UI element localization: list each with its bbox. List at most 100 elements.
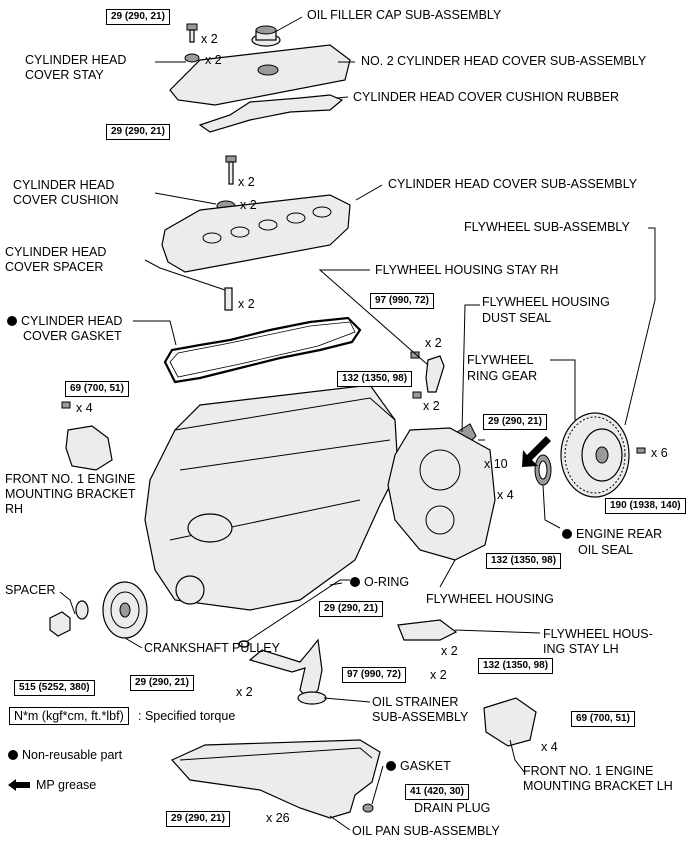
label-cover-gasket-1: CYLINDER HEAD — [7, 314, 122, 329]
quantity-label: x 2 — [240, 198, 257, 212]
torque-spec: 97 (990, 72) — [370, 293, 434, 309]
mp-grease-arrow-icon — [8, 779, 30, 791]
cushion-rubber-part — [198, 94, 344, 133]
rear-oil-seal-part — [534, 454, 552, 486]
quantity-label: x 26 — [266, 811, 290, 825]
label-text: ENGINE REAR — [576, 527, 663, 541]
oil-pan-part — [171, 739, 381, 819]
label-no2-head-cover: NO. 2 CYLINDER HEAD COVER SUB-ASSEMBLY — [361, 54, 647, 68]
non-reusable-dot-icon — [350, 577, 360, 587]
quantity-label: x 4 — [541, 740, 558, 754]
bolt-icon — [225, 155, 237, 185]
head-cover-part — [161, 194, 351, 273]
torque-spec: 97 (990, 72) — [342, 667, 406, 683]
label-cover-stay-2: COVER STAY — [25, 68, 104, 82]
mount-bracket-rh-part — [65, 425, 113, 471]
torque-spec: 29 (290, 21) — [130, 675, 194, 691]
label-text: CYLINDER HEAD — [21, 314, 123, 328]
quantity-label: x 2 — [425, 336, 442, 350]
quantity-label: x 2 — [205, 53, 222, 67]
mount-bracket-lh-part — [483, 697, 537, 747]
label-rear-seal-1: ENGINE REAR — [562, 527, 662, 542]
label-ring-gear-2: RING GEAR — [467, 369, 538, 383]
torque-spec: 132 (1350, 98) — [337, 371, 413, 387]
crankshaft-pulley-part — [102, 581, 148, 639]
label-ring-gear-1: FLYWHEEL — [467, 353, 534, 367]
housing-stay-lh-part — [397, 619, 458, 641]
label-cover-gasket-2: COVER GASKET — [23, 329, 122, 343]
label-mount-rh-1: FRONT NO. 1 ENGINE — [5, 472, 136, 486]
legend-torque-box: N*m (kgf*cm, ft.*lbf) — [9, 707, 129, 725]
label-housing-stay-lh-1: FLYWHEEL HOUS- — [543, 627, 653, 641]
non-reusable-dot-icon — [386, 761, 396, 771]
cover-gasket-part — [163, 316, 362, 384]
label-flywheel-housing: FLYWHEEL HOUSING — [426, 592, 554, 606]
torque-spec: 29 (290, 21) — [106, 9, 170, 25]
label-cover-cushion-1: CYLINDER HEAD — [13, 178, 115, 192]
label-oil-filler-cap: OIL FILLER CAP SUB-ASSEMBLY — [307, 8, 502, 22]
non-reusable-dot-icon — [8, 750, 18, 760]
torque-spec: 29 (290, 21) — [106, 124, 170, 140]
bolt-icon — [61, 401, 71, 409]
label-text: GASKET — [400, 759, 451, 773]
cover-stay-part — [184, 53, 200, 63]
quantity-label: x 4 — [76, 401, 93, 415]
quantity-label: x 2 — [423, 399, 440, 413]
quantity-label: x 2 — [238, 175, 255, 189]
flywheel-housing-part — [387, 427, 496, 561]
engine-block-part — [144, 384, 399, 611]
label-rear-seal-2: OIL SEAL — [578, 543, 634, 557]
o-ring-part — [238, 640, 250, 648]
label-gasket: GASKET — [386, 759, 451, 774]
nut-part — [49, 611, 71, 637]
label-dust-seal-1: FLYWHEEL HOUSING — [482, 295, 610, 309]
torque-spec: 29 (290, 21) — [319, 601, 383, 617]
bolt-icon — [410, 351, 420, 359]
torque-spec: 69 (700, 51) — [65, 381, 129, 397]
quantity-label: x 2 — [238, 297, 255, 311]
label-mount-rh-3: RH — [5, 502, 24, 516]
torque-spec: 132 (1350, 98) — [486, 553, 562, 569]
flywheel-part — [560, 412, 630, 498]
torque-spec: 29 (290, 21) — [483, 414, 547, 430]
label-text: O-RING — [364, 575, 410, 589]
label-drain-plug: DRAIN PLUG — [414, 801, 491, 815]
oil-strainer-part — [248, 638, 323, 701]
quantity-label: x 2 — [441, 644, 458, 658]
legend-text: MP grease — [36, 778, 97, 792]
quantity-label: x 2 — [236, 685, 253, 699]
quantity-label: x 6 — [651, 446, 668, 460]
legend-mp-grease: MP grease — [8, 778, 96, 793]
bolt-icon — [186, 23, 198, 43]
label-dust-seal-2: DUST SEAL — [482, 311, 552, 325]
label-cover-spacer-2: COVER SPACER — [5, 260, 104, 274]
quantity-label: x 4 — [497, 488, 514, 502]
label-cover-spacer-1: CYLINDER HEAD — [5, 245, 107, 259]
label-spacer: SPACER — [5, 583, 56, 597]
cover-spacer-part — [224, 287, 233, 311]
label-oil-pan: OIL PAN SUB-ASSEMBLY — [352, 824, 500, 838]
legend-text: Non-reusable part — [22, 748, 123, 762]
bolt-icon — [636, 447, 646, 454]
label-housing-stay-rh: FLYWHEEL HOUSING STAY RH — [375, 263, 559, 277]
legend-torque-text: : Specified torque — [138, 709, 236, 723]
label-crank-pulley: CRANKSHAFT PULLEY — [144, 641, 280, 655]
oil-filler-cap-part — [251, 25, 281, 47]
quantity-label: x 2 — [201, 32, 218, 46]
drain-plug-part — [362, 803, 374, 813]
torque-spec: 41 (420, 30) — [405, 784, 469, 800]
torque-spec: 515 (5252, 380) — [14, 680, 95, 696]
housing-stay-rh-part — [425, 355, 445, 393]
legend-non-reusable: Non-reusable part — [8, 748, 122, 763]
label-head-cover: CYLINDER HEAD COVER SUB-ASSEMBLY — [388, 177, 638, 191]
torque-spec: 69 (700, 51) — [571, 711, 635, 727]
non-reusable-dot-icon — [7, 316, 17, 326]
label-mount-lh-2: MOUNTING BRACKET LH — [523, 779, 673, 793]
no2-head-cover-part — [169, 44, 351, 106]
label-o-ring: O-RING — [350, 575, 409, 590]
label-cover-stay-1: CYLINDER HEAD — [25, 53, 127, 67]
torque-spec: 29 (290, 21) — [166, 811, 230, 827]
label-strainer-1: OIL STRAINER — [372, 695, 459, 709]
label-cover-cushion-2: COVER CUSHION — [13, 193, 119, 207]
